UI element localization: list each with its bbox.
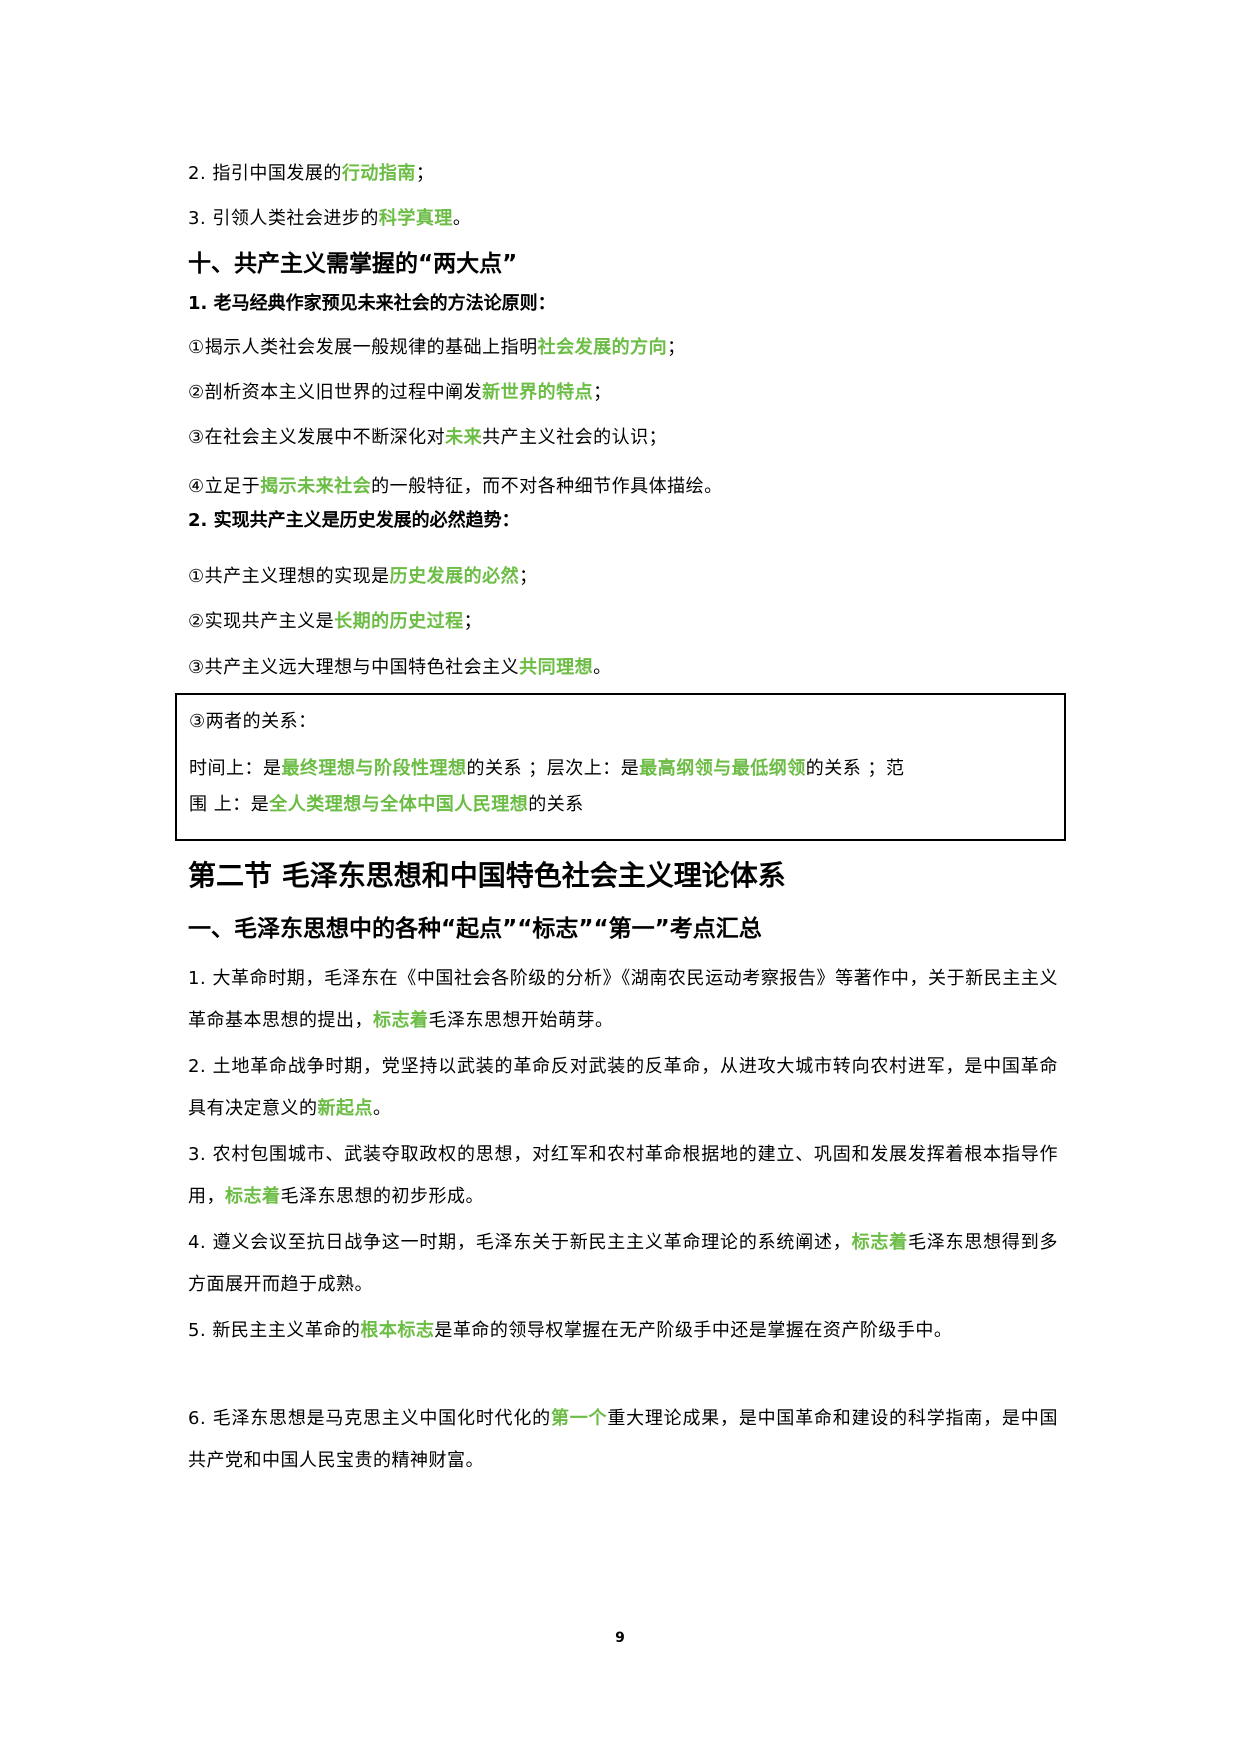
highlight-text: 未来 [445, 427, 483, 448]
text: 的关系 [528, 794, 584, 815]
intro-item-2: 2. 指引中国发展的行动指南； [188, 162, 434, 186]
highlight-text: 新起点 [317, 1098, 373, 1119]
text: 毛泽东思想开始萌芽。 [428, 1010, 614, 1031]
highlight-text: 标志着 [373, 1010, 429, 1031]
point2-item-2: ②实现共产主义是长期的历史过程； [188, 610, 482, 634]
page-number: 9 [615, 1630, 625, 1646]
section-ten-heading: 十、共产主义需掌握的“两大点” [188, 251, 518, 277]
point2-title: 2. 实现共产主义是历史发展的必然趋势： [188, 510, 520, 531]
text: 。 [373, 1098, 392, 1119]
mao-item-3: 3. 农村包围城市、武装夺取政权的思想，对红军和农村革命根据地的建立、巩固和发展… [188, 1134, 1058, 1218]
relation-line-1: 时间上：是最终理想与阶段性理想的关系 ；层次上：是最高纲领与最低纲领的关系 ；范 [189, 757, 904, 781]
section-two-subheading: 一、毛泽东思想中的各种“起点”“标志”“第一”考点汇总 [188, 916, 762, 942]
text: 4. 遵义会议至抗日战争这一时期，毛泽东关于新民主主义革命理论的系统阐述， [188, 1232, 852, 1253]
highlight-text: 最终理想与阶段性理想 [281, 758, 467, 779]
highlight-text: 揭示未来社会 [260, 476, 372, 497]
relation-line-2: 围 上：是全人类理想与全体中国人民理想的关系 [189, 793, 584, 817]
mao-item-2: 2. 土地革命战争时期，党坚持以武装的革命反对武装的反革命，从进攻大城市转向农村… [188, 1046, 1058, 1130]
text: 毛泽东思想得到多方面展开而趋于成熟。 [188, 1232, 1058, 1295]
text: ； [463, 611, 483, 632]
highlight-text: 共同理想 [519, 657, 594, 678]
text: 。 [593, 657, 612, 678]
text: 2. 指引中国发展的 [188, 163, 342, 184]
text: ； [667, 337, 686, 358]
text: ②剖析资本主义旧世界的过程中阐发 [188, 382, 483, 403]
section-two-heading: 第二节 毛泽东思想和中国特色社会主义理论体系 [188, 859, 786, 892]
highlight-text: 标志着 [225, 1186, 281, 1207]
text: ； [415, 163, 435, 184]
text: ③共产主义远大理想与中国特色社会主义 [188, 657, 520, 678]
text: ②实现共产主义是 [188, 611, 335, 632]
relation-box: ③两者的关系： 时间上：是最终理想与阶段性理想的关系 ；层次上：是最高纲领与最低… [175, 693, 1066, 841]
highlight-text: 科学真理 [378, 208, 453, 229]
text: 3. 农村包围城市、武装夺取政权的思想，对红军和农村革命根据地的建立、巩固和发展… [188, 1144, 1058, 1207]
highlight-text: 长期的历史过程 [334, 611, 464, 632]
text: 的关系 ；范 [805, 758, 905, 779]
mao-item-4: 4. 遵义会议至抗日战争这一时期，毛泽东关于新民主主义革命理论的系统阐述，标志着… [188, 1222, 1058, 1306]
text: 1. 大革命时期，毛泽东在《中国社会各阶级的分析》《湖南农民运动考察报告》等著作… [188, 968, 1058, 1031]
text: ④立足于 [188, 476, 261, 497]
highlight-text: 第一个 [550, 1408, 608, 1429]
highlight-text: 根本标志 [360, 1320, 435, 1341]
text: 围 上：是 [189, 794, 270, 815]
text: 2. 土地革命战争时期，党坚持以武装的革命反对武装的反革命，从进攻大城市转向农村… [188, 1056, 1058, 1119]
text: 6. 毛泽东思想是马克思主义中国化时代化的 [188, 1408, 551, 1429]
text: ①揭示人类社会发展一般规律的基础上指明 [188, 337, 538, 358]
text: 共产主义社会的认识； [482, 427, 668, 448]
text: 5. 新民主主义革命的 [188, 1320, 361, 1341]
point1-item-3: ③在社会主义发展中不断深化对未来共产主义社会的认识； [188, 426, 667, 450]
highlight-text: 新世界的特点 [482, 382, 594, 403]
point2-item-3: ③共产主义远大理想与中国特色社会主义共同理想。 [188, 656, 612, 680]
highlight-text: 社会发展的方向 [537, 337, 668, 358]
text: 重大理论成果，是中国革命和建设的科学指南，是中国共产党和中国人民宝贵的精神财富。 [188, 1408, 1059, 1471]
text: ①共产主义理想的实现是 [188, 566, 390, 587]
highlight-text: 历史发展的必然 [389, 566, 520, 587]
intro-item-3: 3. 引领人类社会进步的科学真理。 [188, 207, 471, 231]
point1-item-2: ②剖析资本主义旧世界的过程中阐发新世界的特点； [188, 381, 612, 405]
text: 。 [452, 208, 472, 229]
text: 的关系 ；层次上：是 [466, 758, 640, 779]
highlight-text: 行动指南 [341, 163, 416, 184]
point1-item-4: ④立足于揭示未来社会的一般特征，而不对各种细节作具体描绘。 [188, 475, 723, 499]
mao-item-1: 1. 大革命时期，毛泽东在《中国社会各阶级的分析》《湖南农民运动考察报告》等著作… [188, 958, 1058, 1042]
point1-title: 1. 老马经典作家预见未来社会的方法论原则： [188, 293, 556, 314]
highlight-text: 最高纲领与最低纲领 [639, 758, 806, 779]
mao-item-5: 5. 新民主主义革命的根本标志是革命的领导权掌握在无产阶级手中还是掌握在资产阶级… [188, 1310, 1058, 1352]
text: 3. 引领人类社会进步的 [188, 208, 379, 229]
point2-item-1: ①共产主义理想的实现是历史发展的必然； [188, 565, 538, 589]
highlight-text: 标志着 [851, 1232, 908, 1253]
point1-item-1: ①揭示人类社会发展一般规律的基础上指明社会发展的方向； [188, 336, 686, 360]
text: ； [519, 566, 538, 587]
text: ； [593, 382, 612, 403]
text: 的一般特征，而不对各种细节作具体描绘。 [371, 476, 723, 497]
mao-item-6: 6. 毛泽东思想是马克思主义中国化时代化的第一个重大理论成果，是中国革命和建设的… [188, 1398, 1058, 1482]
text: 是革命的领导权掌握在无产阶级手中还是掌握在资产阶级手中。 [434, 1320, 953, 1341]
text: 毛泽东思想的初步形成。 [280, 1186, 484, 1207]
relation-box-title: ③两者的关系： [189, 711, 317, 732]
text: 时间上：是 [189, 758, 282, 779]
highlight-text: 全人类理想与全体中国人民理想 [269, 794, 529, 815]
text: ③在社会主义发展中不断深化对 [188, 427, 446, 448]
